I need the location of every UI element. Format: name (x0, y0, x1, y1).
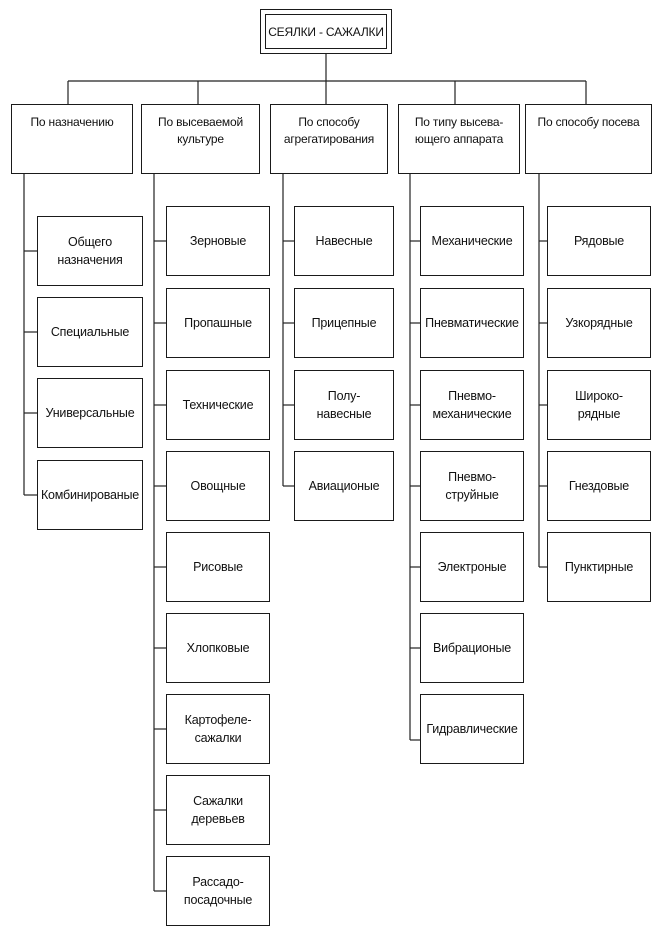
item-label: Картофеле- сажалки (184, 712, 252, 745)
category-label: По способу посева (537, 115, 640, 129)
item-row-crop: Пропашные (166, 288, 270, 358)
item-label: Навесные (315, 233, 373, 248)
root-node: СЕЯЛКИ - САЖАЛКИ (260, 9, 392, 54)
item-aviation: Авиационые (294, 451, 394, 521)
item-label: Комбинированые (40, 487, 140, 502)
item-mechanical: Механические (420, 206, 524, 276)
item-label: Прицепные (311, 315, 377, 330)
category-label: По высеваемой культуре (158, 115, 243, 147)
item-label: Вибрационые (432, 640, 512, 655)
item-precision: Пунктирные (547, 532, 651, 602)
item-label: Рассадо- посадочные (183, 874, 253, 907)
item-label: Авиационые (308, 478, 380, 493)
category-label: По способу агрегатирования (283, 115, 375, 147)
category-by-crop: По высеваемой культуре (141, 104, 260, 174)
item-label: Общего назначения (57, 234, 123, 267)
category-by-hitching: По способу агрегатирования (270, 104, 388, 174)
item-trailed: Прицепные (294, 288, 394, 358)
item-label: Овощные (190, 478, 246, 493)
item-universal: Универсальные (37, 378, 143, 448)
item-grain: Зерновые (166, 206, 270, 276)
category-by-purpose: По назначению (11, 104, 133, 174)
item-pneumo-jet: Пневмо- струйные (420, 451, 524, 521)
item-rice: Рисовые (166, 532, 270, 602)
category-by-sowing-method: По способу посева (525, 104, 652, 174)
item-pneumatic: Пневматические (420, 288, 524, 358)
item-wide-row: Широко- рядные (547, 370, 651, 440)
item-semi-mounted: Полу- навесные (294, 370, 394, 440)
item-seedling-planters: Рассадо- посадочные (166, 856, 270, 926)
item-label: Гидравлические (426, 721, 518, 736)
item-label: Рядовые (573, 233, 625, 248)
item-label: Пневмо- струйные (445, 469, 499, 502)
item-label: Хлопковые (186, 640, 250, 655)
item-label: Механические (431, 233, 513, 248)
item-electronic: Электроные (420, 532, 524, 602)
item-label: Сажалки деревьев (191, 793, 245, 826)
item-label: Технические (182, 397, 254, 412)
item-row: Рядовые (547, 206, 651, 276)
item-mounted: Навесные (294, 206, 394, 276)
item-technical: Технические (166, 370, 270, 440)
item-narrow-row: Узкорядные (547, 288, 651, 358)
item-label: Рисовые (193, 559, 243, 574)
item-label: Широко- рядные (575, 388, 623, 421)
item-label: Полу- навесные (316, 388, 372, 421)
item-label: Универсальные (45, 405, 135, 420)
category-label: По назначению (30, 115, 114, 129)
item-label: Гнездовые (568, 478, 630, 493)
item-hill: Гнездовые (547, 451, 651, 521)
item-cotton: Хлопковые (166, 613, 270, 683)
item-hydraulic: Гидравлические (420, 694, 524, 764)
item-tree-planters: Сажалки деревьев (166, 775, 270, 845)
item-vegetable: Овощные (166, 451, 270, 521)
item-label: Пневмо- механические (432, 388, 512, 421)
item-label: Зерновые (189, 233, 247, 248)
item-label: Электроные (437, 559, 507, 574)
item-pneumo-mechanical: Пневмо- механические (420, 370, 524, 440)
item-vibration: Вибрационые (420, 613, 524, 683)
item-combined: Комбинированые (37, 460, 143, 530)
category-by-metering-device: По типу высева- ющего аппарата (398, 104, 520, 174)
item-potato-planters: Картофеле- сажалки (166, 694, 270, 764)
root-label: СЕЯЛКИ - САЖАЛКИ (265, 14, 387, 49)
category-label: По типу высева- ющего аппарата (414, 115, 504, 147)
item-special: Специальные (37, 297, 143, 367)
item-label: Узкорядные (565, 315, 633, 330)
item-label: Пунктирные (564, 559, 634, 574)
item-label: Специальные (50, 324, 130, 339)
item-general-purpose: Общего назначения (37, 216, 143, 286)
item-label: Пневматические (425, 315, 519, 330)
item-label: Пропашные (184, 315, 252, 330)
